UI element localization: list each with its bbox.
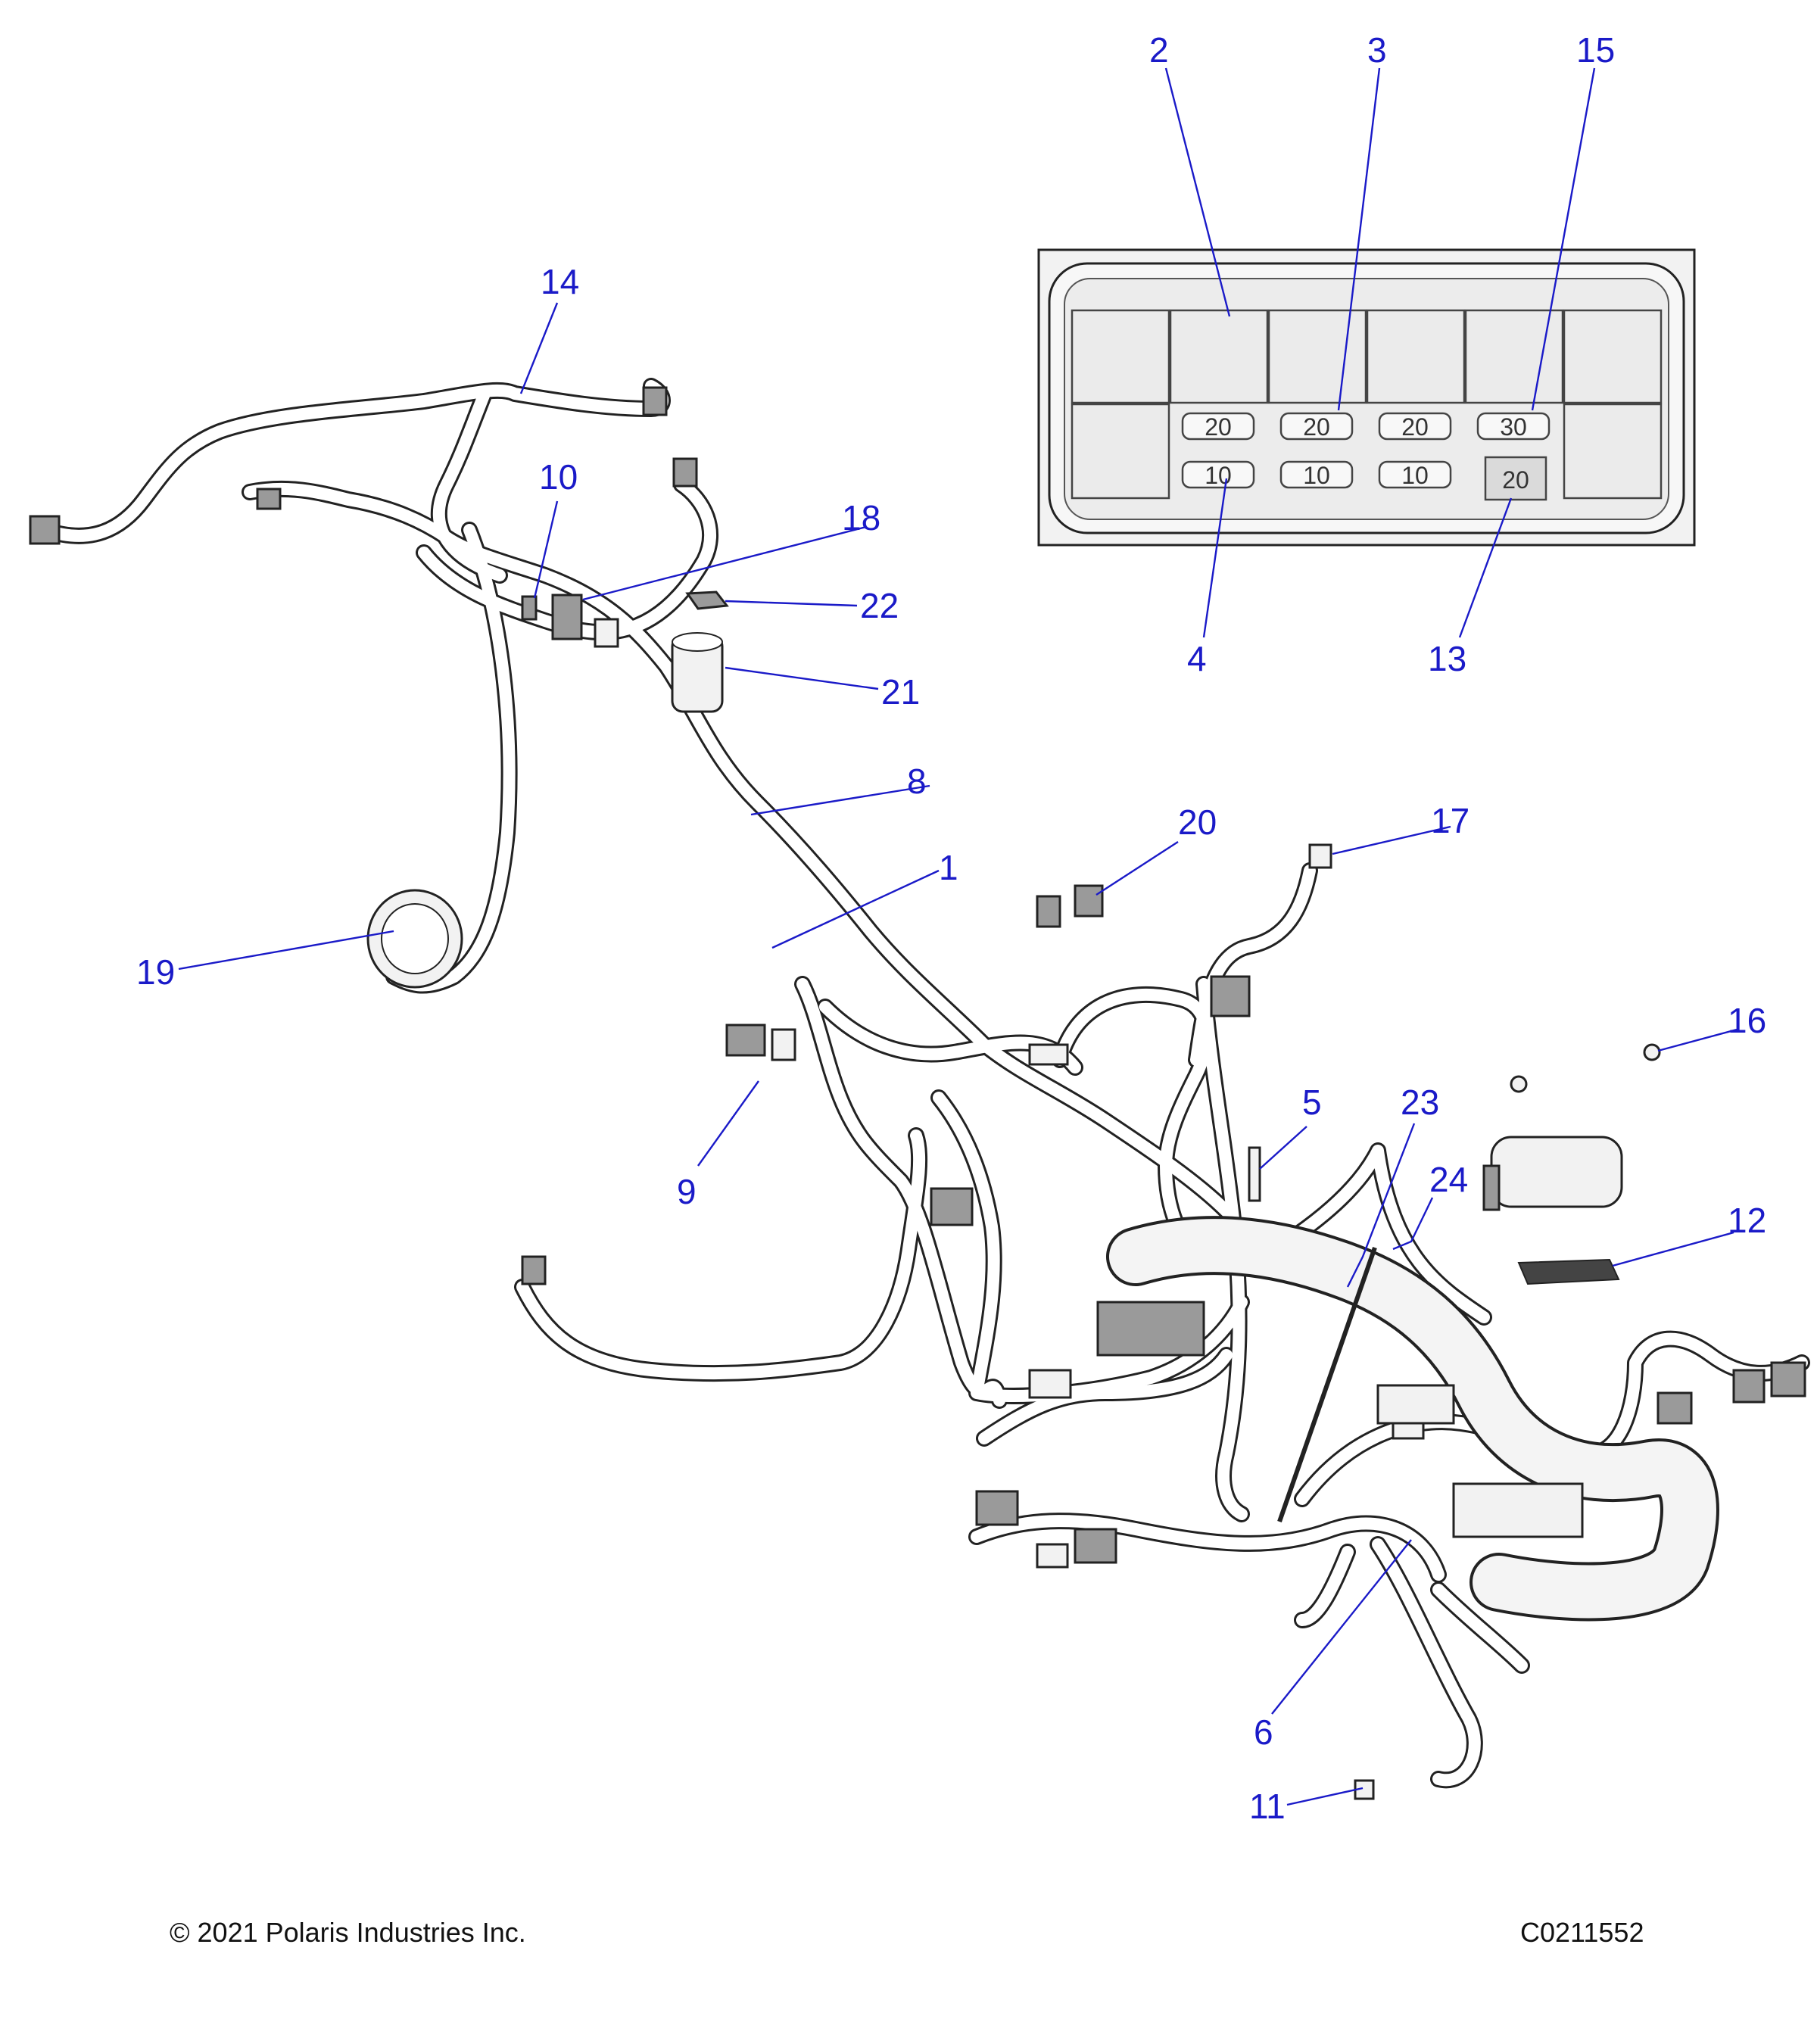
callout-6: 6 — [1254, 1712, 1273, 1752]
fuse-box: 20 20 20 30 10 10 10 20 — [1037, 248, 1696, 547]
harness-components — [29, 386, 1806, 1800]
figure-id: C0211552 — [1520, 1917, 1644, 1948]
fuse-slot-rating: 10 — [1401, 462, 1429, 489]
callout-19: 19 — [136, 952, 175, 992]
callout-23: 23 — [1401, 1083, 1439, 1122]
fuse-slot-4-rating: 10 — [1205, 462, 1232, 489]
callout-22: 22 — [860, 586, 899, 625]
callout-13: 13 — [1428, 639, 1466, 678]
callout-labels: 1 2 3 4 5 6 8 9 10 11 12 13 14 15 16 17 … — [136, 30, 1766, 1826]
callout-14: 14 — [541, 262, 579, 301]
callout-16: 16 — [1728, 1001, 1766, 1040]
callout-4: 4 — [1187, 639, 1207, 678]
callout-15: 15 — [1576, 30, 1615, 70]
fuse-slot-3-rating: 20 — [1303, 413, 1330, 441]
callout-2: 2 — [1149, 30, 1169, 70]
callout-9: 9 — [677, 1172, 697, 1211]
fuse-slot-13-rating: 20 — [1502, 466, 1529, 494]
callout-21: 21 — [881, 672, 920, 712]
callout-24: 24 — [1429, 1160, 1468, 1199]
callout-12: 12 — [1728, 1201, 1766, 1240]
fuse-slot-rating: 10 — [1303, 462, 1330, 489]
callout-1: 1 — [939, 848, 958, 887]
callout-5: 5 — [1302, 1083, 1322, 1122]
callout-11: 11 — [1249, 1787, 1286, 1826]
fuse-slot-2-rating: 20 — [1205, 413, 1232, 441]
main-cable-bundle — [1106, 1216, 1719, 1622]
callout-17: 17 — [1431, 801, 1469, 840]
fuse-slot-rating: 20 — [1401, 413, 1429, 441]
callout-18: 18 — [842, 498, 880, 537]
fuse-slot-15-rating: 30 — [1500, 413, 1527, 441]
copyright-notice: © 2021 Polaris Industries Inc. — [170, 1917, 526, 1948]
callout-8: 8 — [907, 762, 927, 801]
leader-lines — [178, 67, 1738, 1806]
callout-20: 20 — [1178, 802, 1217, 842]
callout-3: 3 — [1367, 30, 1387, 70]
callout-10: 10 — [539, 457, 578, 497]
